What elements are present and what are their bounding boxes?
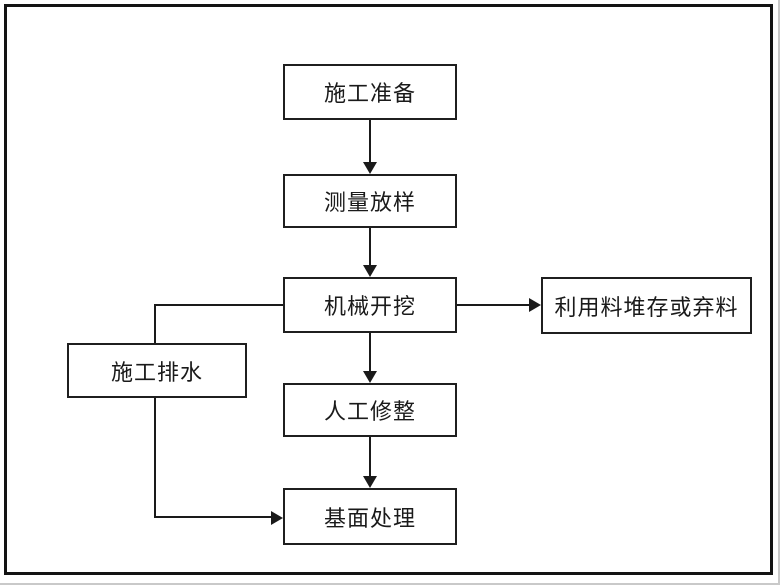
node-label: 施工准备: [323, 82, 416, 107]
node-label: 施工排水: [110, 360, 203, 386]
connector-prepare-to-survey: [369, 120, 371, 165]
arrowhead-down-icon: [363, 162, 377, 174]
node-label: 基面处理: [323, 506, 416, 532]
page-border-frame: [4, 4, 773, 575]
node-manual-trimming: 人工修整: [283, 383, 457, 437]
arrowhead-down-icon: [363, 476, 377, 488]
arrowhead-right-icon: [271, 511, 283, 525]
connector-survey-to-excavate: [369, 228, 371, 268]
node-label: 测量放样: [323, 191, 416, 216]
connector-excavate-to-trim: [369, 333, 371, 374]
connector-excavate-to-stockpile: [457, 304, 530, 306]
arrowhead-down-icon: [363, 371, 377, 383]
node-label: 机械开挖: [323, 295, 416, 320]
node-mechanical-excavation: 机械开挖: [283, 277, 457, 333]
connector-drainage-vertical: [154, 304, 156, 517]
connector-drainage-to-base: [154, 516, 272, 518]
connector-trim-to-base: [369, 437, 371, 479]
node-material-stockpile-or-waste: 利用料堆存或弃料: [541, 277, 752, 334]
arrowhead-down-icon: [363, 265, 377, 277]
node-base-surface-treatment: 基面处理: [283, 488, 457, 545]
arrowhead-right-icon: [529, 298, 541, 312]
node-label: 人工修整: [323, 400, 416, 425]
node-measurement-setting-out: 测量放样: [283, 174, 457, 228]
node-label: 利用料堆存或弃料: [554, 295, 739, 321]
node-construction-drainage: 施工排水: [67, 343, 247, 398]
connector-excavate-to-drainage: [155, 304, 283, 306]
node-construction-preparation: 施工准备: [283, 64, 457, 120]
